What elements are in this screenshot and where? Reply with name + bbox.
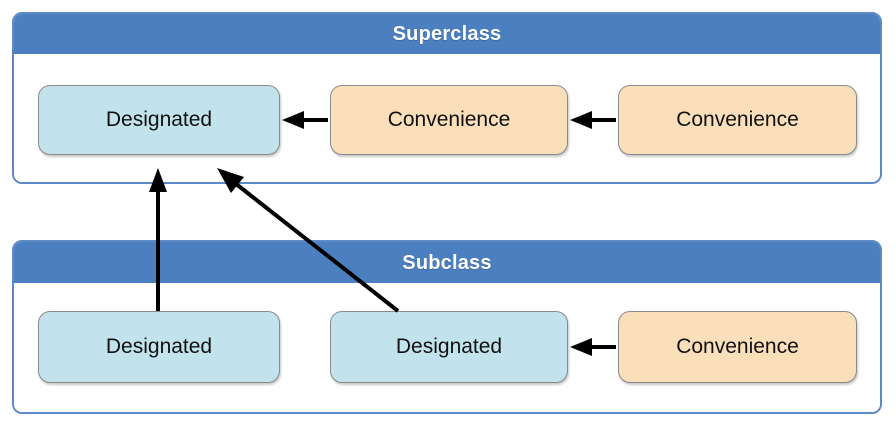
subclass-title: Subclass <box>402 251 492 274</box>
node-label: Convenience <box>387 108 511 131</box>
node-label: Convenience <box>676 108 799 131</box>
superclass-node-designated[interactable]: Designated <box>38 85 280 155</box>
superclass-header: Superclass <box>14 14 880 54</box>
superclass-node-convenience-2[interactable]: Convenience <box>618 85 857 155</box>
node-label: Designated <box>105 335 213 358</box>
node-label: Designated <box>395 335 503 358</box>
node-label: Convenience <box>676 335 799 358</box>
subclass-node-designated-1[interactable]: Designated <box>38 311 280 383</box>
subclass-node-designated-2[interactable]: Designated <box>330 311 568 383</box>
node-label: Designated <box>105 108 213 131</box>
superclass-node-convenience-1[interactable]: Convenience <box>330 85 568 155</box>
subclass-node-convenience[interactable]: Convenience <box>618 311 857 383</box>
subclass-header: Subclass <box>14 242 880 283</box>
superclass-title: Superclass <box>392 23 502 45</box>
